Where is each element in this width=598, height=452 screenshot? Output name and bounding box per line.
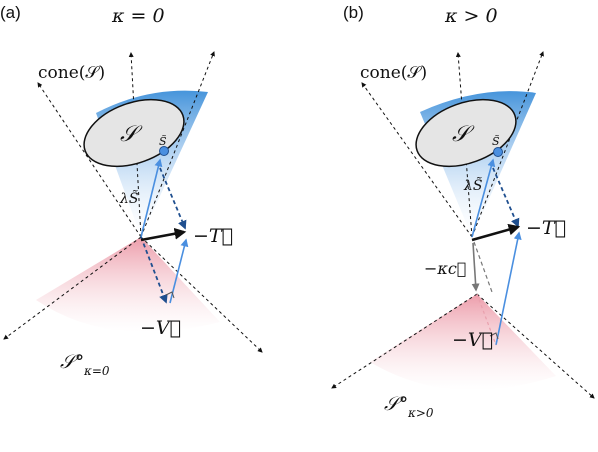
projection-arrow-lower	[140, 236, 168, 304]
polar-boundary-right	[140, 236, 263, 353]
right-angle-mark	[489, 332, 499, 340]
set-s-ellipse	[83, 98, 185, 168]
cone-boundary-left	[361, 82, 473, 238]
polar-boundary-left	[3, 236, 142, 340]
panel-a-condition: κ = 0	[111, 5, 165, 27]
minus-t-label: −T⃗	[193, 225, 233, 247]
lambda-s-tilde-arrow	[471, 158, 496, 238]
polar-label: 𝒮° κ>0	[384, 393, 434, 420]
s-tilde-label: S̃	[492, 135, 500, 148]
minus-kappa-c-arrow	[471, 242, 480, 292]
s-tilde-point	[159, 146, 169, 156]
polar-boundary-right	[476, 293, 595, 399]
panel-b-condition: κ > 0	[444, 5, 498, 27]
s-tilde-label: S̃	[159, 135, 167, 148]
cone-label: cone(𝒮)	[360, 63, 427, 83]
minus-t-arrow	[471, 223, 521, 242]
polar-cone-region	[36, 237, 220, 333]
polar-label-main: 𝒮°	[384, 393, 408, 415]
polar-label: 𝒮° κ=0	[60, 351, 110, 378]
lambda-s-tilde-arrow	[140, 158, 163, 238]
panel-b: (b) κ > 0 𝒮 S̃ cone(𝒮) λS̃ −κc⃗ −T⃗	[331, 3, 595, 420]
projection-arrow-upper	[159, 167, 187, 230]
projection-arrow-lower	[473, 241, 493, 293]
cone-label: cone(𝒮)	[38, 63, 105, 83]
minus-v-label: −V⃗	[452, 329, 493, 351]
minus-t-label: −T⃗	[526, 217, 566, 239]
polar-label-main: 𝒮°	[60, 351, 84, 373]
panel-b-tag: (b)	[343, 3, 364, 22]
cone-boundary-left	[37, 82, 142, 238]
minus-v-label: −V⃗	[140, 317, 181, 339]
minus-t-arrow	[140, 227, 187, 242]
panel-a-tag: (a)	[0, 3, 21, 22]
polar-boundary-left	[331, 293, 478, 389]
projection-arrow-upper	[492, 167, 520, 228]
lambda-s-tilde-label: λS̃	[119, 189, 138, 207]
s-tilde-point	[493, 147, 503, 157]
set-s-ellipse	[415, 98, 517, 168]
minus-kappa-c-label: −κc⃗	[424, 259, 466, 278]
lambda-s-tilde-label: λS̃	[463, 176, 482, 194]
polar-label-subscript: κ>0	[407, 406, 434, 420]
panel-a: (a) κ = 0 𝒮 S̃ cone(𝒮) λS̃ −T⃗ −V⃗	[0, 3, 263, 378]
polar-label-subscript: κ=0	[83, 364, 110, 378]
right-angle-mark	[165, 291, 175, 299]
polar-cone-region	[370, 294, 556, 391]
minus-v-return-arrow	[495, 231, 522, 346]
